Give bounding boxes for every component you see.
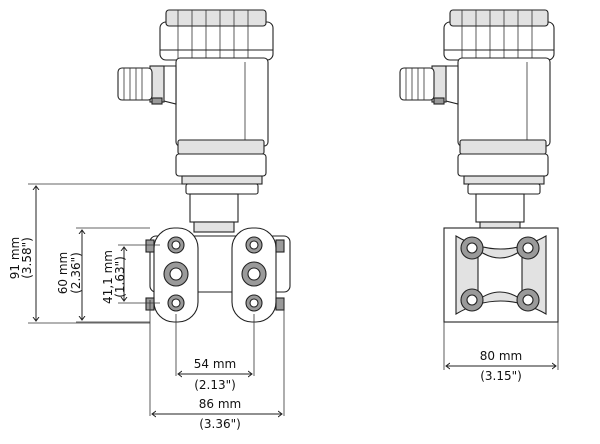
dim-41-inch-label: (1.63") [113,256,127,298]
housing-body-front [457,57,551,177]
housing-body [175,57,269,177]
cable-gland [117,65,177,105]
neck [181,175,263,233]
dimension-91mm: 91 mm (3.58") [8,186,36,321]
neck-front [463,175,545,233]
dim-54-inch-label: (2.13") [194,378,236,392]
dimension-60mm: 60 mm (2.36") [56,230,83,320]
dim-54-mm-label: 54 mm [194,357,236,371]
dim-80-inch-label: (3.15") [480,369,522,383]
side-view-transmitter [117,9,291,323]
dim-91-mm-label: 91 mm [8,237,22,279]
flange-front-face [443,227,559,323]
dim-86-inch-label: (3.36") [199,417,241,431]
housing-cover-front [443,9,555,61]
dim-60-inch-label: (2.36") [69,252,83,294]
process-flange-assembly [145,227,291,323]
dimension-86mm: 86 mm (3.36") [152,397,282,431]
dimension-54mm: 54 mm (2.13") [178,357,252,392]
housing-cover [159,9,274,61]
dim-91-inch-label: (3.58") [20,237,34,279]
dimension-80mm: 80 mm (3.15") [446,349,556,383]
extension-lines-right [443,322,559,370]
dim-41-mm-label: 41,1 mm [101,250,115,304]
dimension-41mm: 41,1 mm (1.63") [101,247,127,304]
front-view-transmitter [399,9,559,323]
dim-60-mm-label: 60 mm [56,252,70,294]
dim-86-mm-label: 86 mm [199,397,241,411]
cable-gland-front [399,65,459,105]
dim-80-mm-label: 80 mm [480,349,522,363]
extension-lines-left [28,183,285,416]
